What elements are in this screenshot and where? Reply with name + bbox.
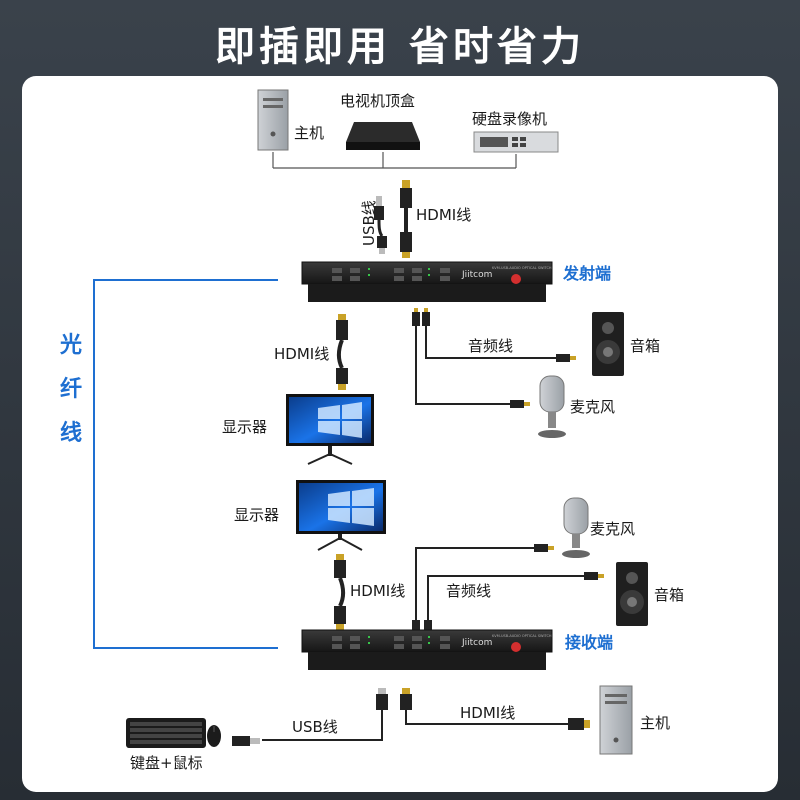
hdmi-cable-bottom-label: HDMI线 <box>460 704 515 722</box>
rx-brand: Jiitcom <box>461 638 492 648</box>
tvbox-label: 电视机顶盒 <box>340 92 415 110</box>
connection-diagram: 主机 电视机顶盒 硬盘录像机 USB线 HDMI线 <box>59 89 684 772</box>
hdmi-cable-top-label: HDMI线 <box>416 206 471 224</box>
receiver-device <box>301 629 553 670</box>
fiber-label-3: 线 <box>60 420 82 446</box>
host-bottom-label: 主机 <box>640 714 670 732</box>
monitor-rx-label: 显示器 <box>234 506 279 524</box>
usb-cable-top-label: USB线 <box>360 200 378 246</box>
tv-box <box>346 122 420 150</box>
monitor-rx <box>296 480 386 551</box>
speaker-rx-label: 音箱 <box>654 586 684 604</box>
mic-rx-label: 麦克风 <box>590 520 635 538</box>
nvr-label: 硬盘录像机 <box>472 110 547 128</box>
monitor-tx <box>286 394 374 465</box>
hdmi-cable-tx <box>336 314 348 390</box>
microphone-rx <box>562 497 590 558</box>
transmitter-device <box>301 261 553 302</box>
speaker-rx <box>616 562 648 626</box>
fiber-line <box>93 279 278 649</box>
usb-cable-bottom-label: USB线 <box>292 718 338 736</box>
page-headline: 即插即用 省时省力 <box>215 24 585 70</box>
tx-brand: Jiitcom <box>461 270 492 280</box>
nvr-recorder <box>473 131 559 153</box>
receiver-label: 接收端 <box>565 633 613 652</box>
source-bus-lines <box>272 152 517 169</box>
host-pc-bottom <box>599 685 633 755</box>
speaker-tx-label: 音箱 <box>630 337 660 355</box>
host-top-label: 主机 <box>294 124 324 142</box>
speaker-tx <box>592 312 624 376</box>
hdmi-cable-rx-label: HDMI线 <box>350 582 405 600</box>
fiber-label-2: 纤 <box>60 376 82 402</box>
host-pc-top <box>257 89 289 151</box>
tx-model-text: KVM-USB-AUDIO OPTICAL SWITCH <box>492 266 552 270</box>
microphone-tx <box>538 375 566 438</box>
audio-plugs-tx <box>412 308 576 408</box>
usb-cable-bottom <box>232 688 388 746</box>
kbm-label: 键盘+鼠标 <box>130 754 203 772</box>
fiber-label-1: 光 <box>59 333 82 358</box>
hdmi-cable-bottom <box>400 688 590 730</box>
monitor-tx-label: 显示器 <box>222 418 267 436</box>
diagram-panel: 主机 电视机顶盒 硬盘录像机 USB线 HDMI线 <box>22 76 778 792</box>
hdmi-cable-tx-label: HDMI线 <box>274 345 329 363</box>
audio-cable-tx-label: 音频线 <box>468 337 513 355</box>
audio-cable-rx-label: 音频线 <box>446 582 491 600</box>
audio-cables-rx <box>415 547 598 626</box>
audio-cables-tx <box>415 320 570 405</box>
rx-model-text: KVM-USB-AUDIO OPTICAL SWITCH <box>492 634 552 638</box>
audio-plugs-rx <box>412 544 604 638</box>
keyboard <box>126 718 206 748</box>
hdmi-cable-rx <box>334 554 346 630</box>
transmitter-label: 发射端 <box>562 264 611 283</box>
mouse <box>207 725 221 747</box>
hdmi-cable-top <box>400 180 412 258</box>
usb-cable-top <box>374 196 387 254</box>
mic-tx-label: 麦克风 <box>570 398 615 416</box>
